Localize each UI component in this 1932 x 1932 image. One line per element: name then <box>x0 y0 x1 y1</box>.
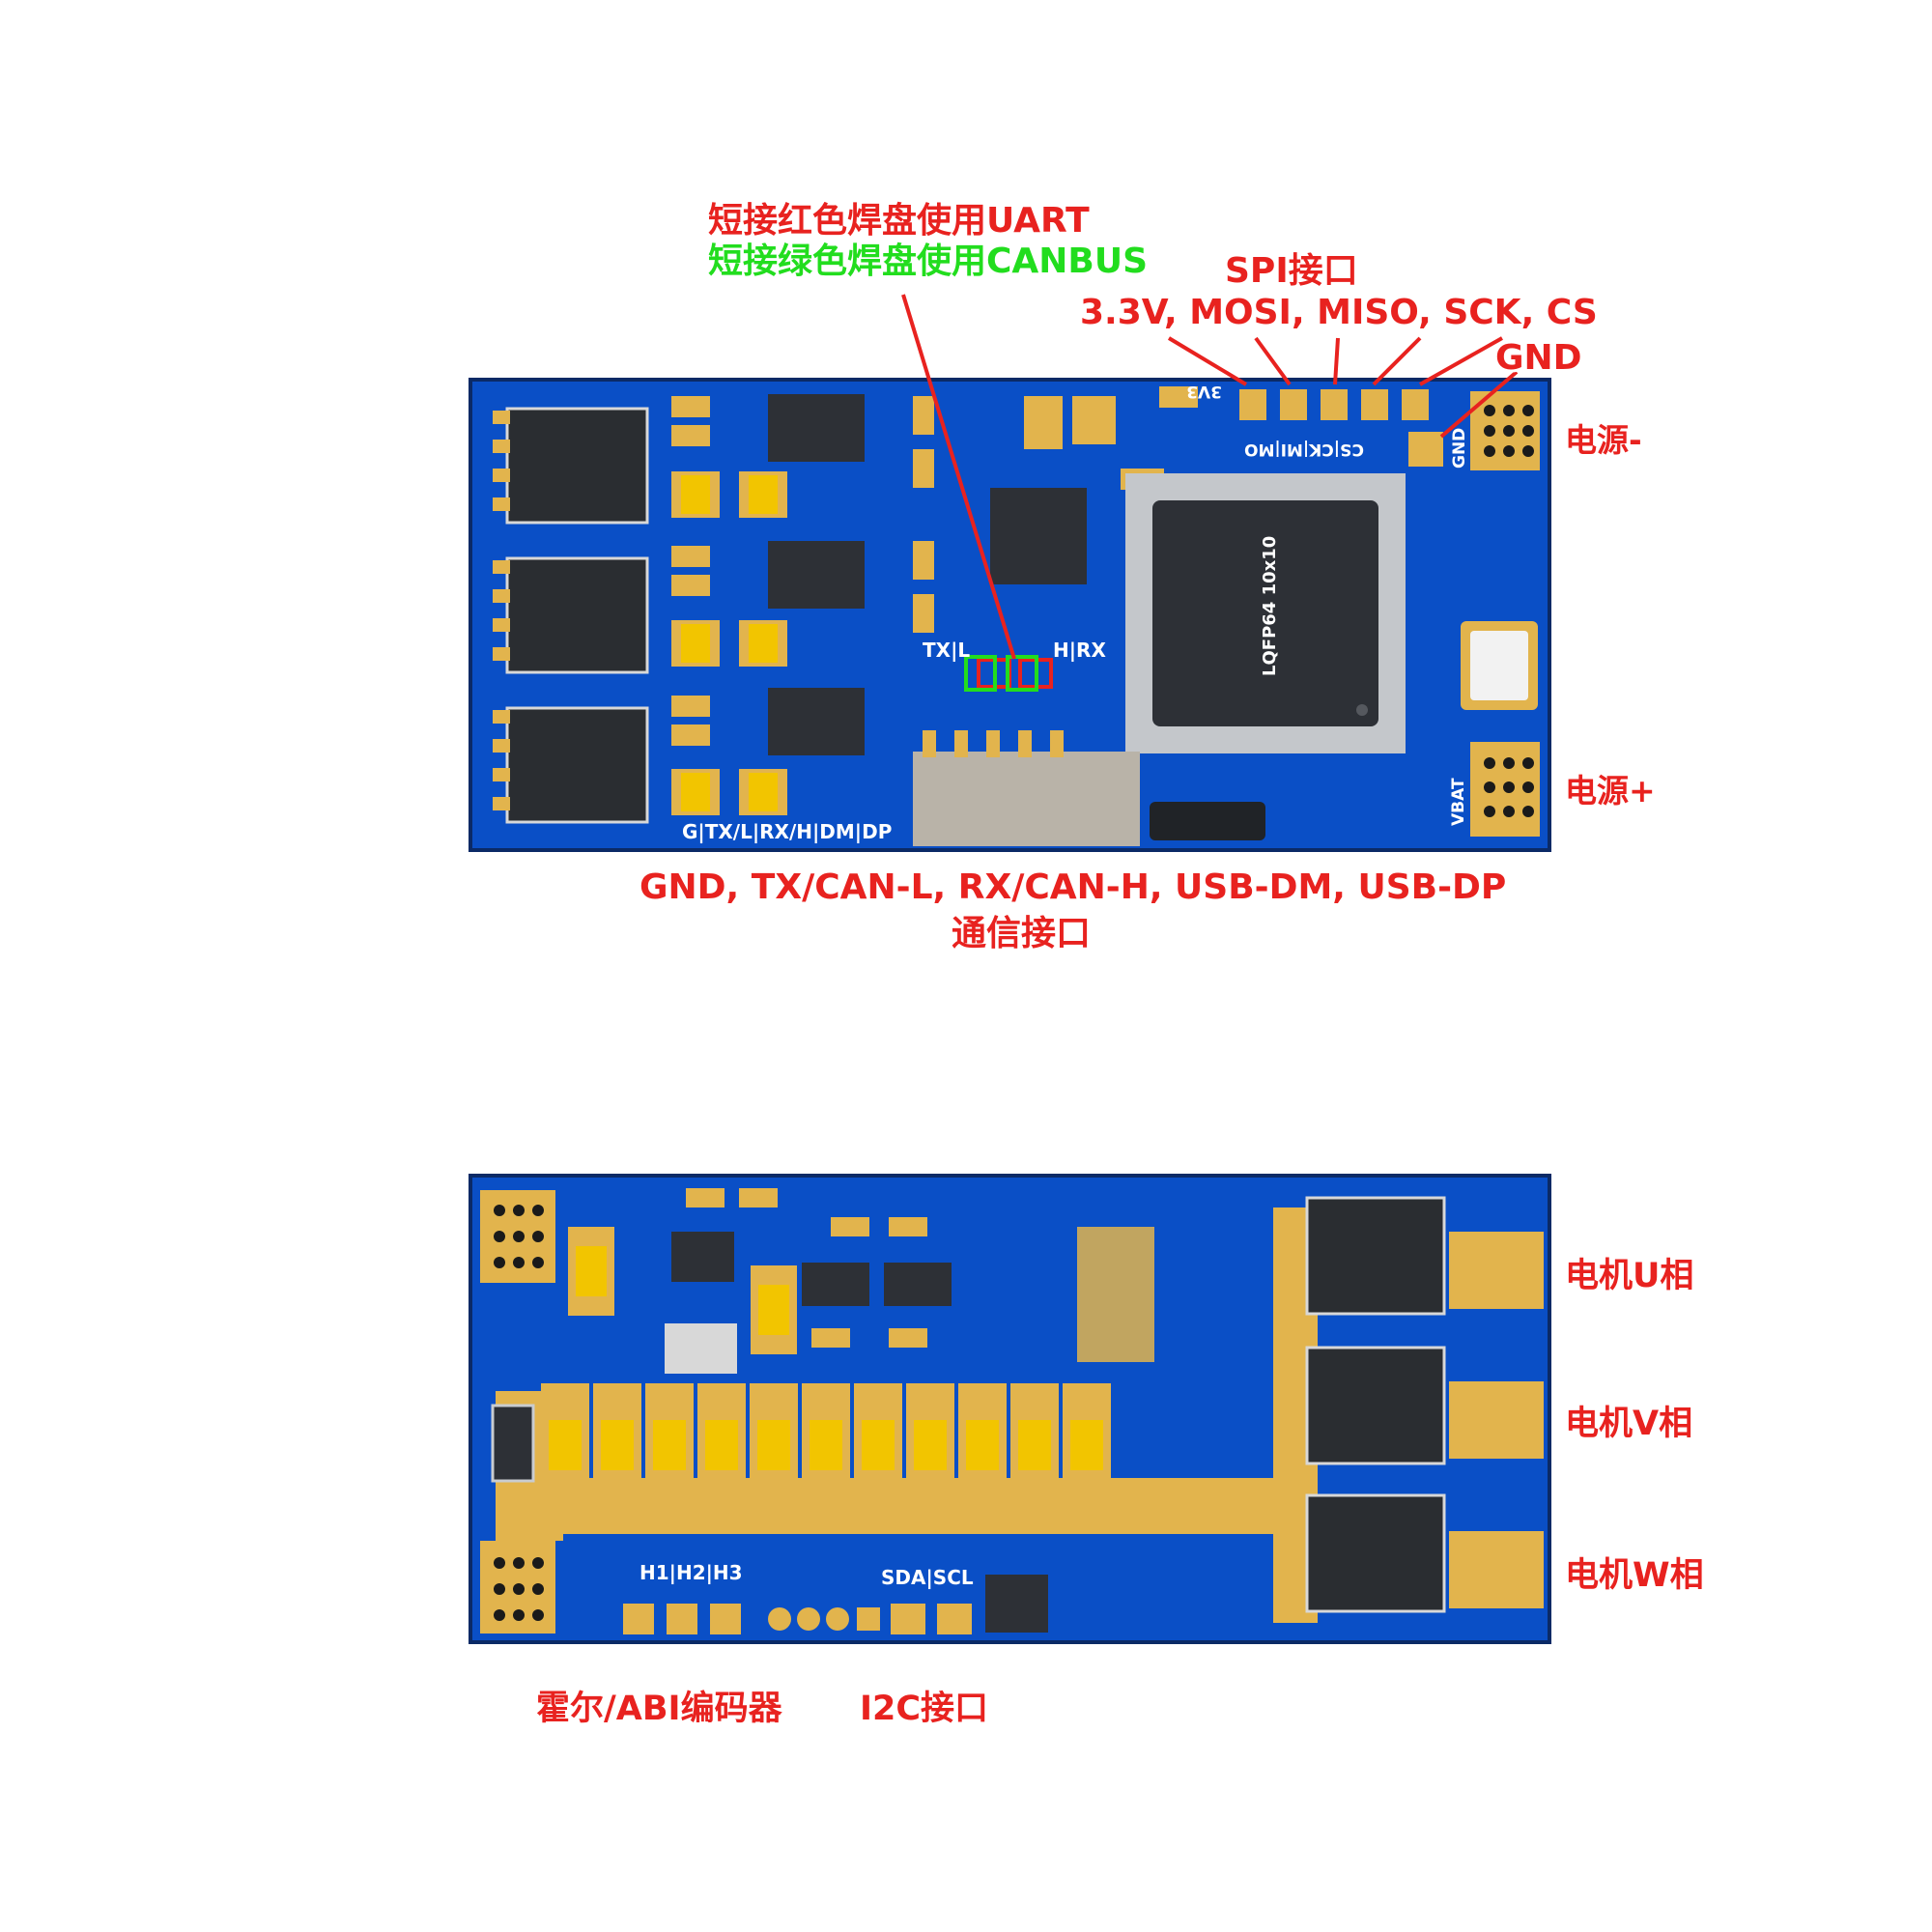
bottom-board: H1|H2|H3 SDA|SCL 电机U相 电机V相 电机W相 霍尔/ABI编码… <box>469 1174 1707 1731</box>
spi-title: SPI接口 <box>1225 251 1358 291</box>
i2c-label: I2C接口 <box>860 1690 988 1728</box>
spi-pins: 3.3V, MOSI, MISO, SCK, CS <box>1080 293 1598 332</box>
annotation-leaders-top <box>901 294 1519 660</box>
motor-v-phase <box>1305 1346 1544 1465</box>
comm-connector <box>913 730 1140 846</box>
motor-w-label: 电机W相 <box>1565 1556 1704 1595</box>
power-plus-label: 电源+ <box>1565 772 1656 810</box>
silk-gnd: GND <box>1450 428 1469 469</box>
top-board: LQFP64 10x10 <box>469 197 1659 956</box>
power-minus-pad <box>1470 391 1540 470</box>
comm-pins-label: GND, TX/CAN-L, RX/CAN-H, USB-DM, USB-DP <box>639 867 1506 907</box>
spi-pads <box>1239 389 1443 467</box>
motor-u-phase <box>1305 1196 1544 1316</box>
motor-w-phase <box>1305 1493 1544 1613</box>
capacitor-bank <box>541 1383 1111 1497</box>
jumper-note-canbus: 短接绿色焊盘使用CANBUS <box>708 241 1148 281</box>
gate-driver-ics <box>768 394 865 755</box>
power-plus-pad <box>1470 742 1540 837</box>
pin-header <box>1150 802 1265 840</box>
bottom-upper-components <box>568 1188 1154 1374</box>
silk-i2c: SDA|SCL <box>881 1566 974 1589</box>
comm-title: 通信接口 <box>952 914 1091 953</box>
silk-conn: G|TX/L|RX/H|DM|DP <box>682 820 892 843</box>
motor-u-label: 电机U相 <box>1565 1257 1693 1295</box>
motor-v-label: 电机V相 <box>1565 1405 1692 1443</box>
jumper-note-uart: 短接红色焊盘使用UART <box>708 200 1090 241</box>
silk-tx: TX|L <box>923 639 970 662</box>
mcu-lqfp64: LQFP64 10x10 <box>1125 473 1406 753</box>
gnd-label: GND <box>1495 338 1582 378</box>
hall-encoder-pads <box>623 1604 880 1634</box>
silk-rx: H|RX <box>1053 639 1106 662</box>
silk-3v3: 3V3 <box>1186 382 1222 401</box>
mcu-marking: LQFP64 10x10 <box>1260 536 1280 676</box>
tantalum-capacitors <box>671 471 787 815</box>
silk-spi-row: CS|CK|MI|MO <box>1244 440 1364 459</box>
bottom-corner-pad-bottom <box>480 1541 555 1634</box>
silk-vbat: VBAT <box>1449 778 1468 826</box>
bottom-corner-pad-top <box>480 1190 555 1283</box>
power-minus-label: 电源- <box>1565 421 1642 459</box>
qfn-chip <box>990 488 1087 584</box>
i2c-pads <box>891 1575 1048 1634</box>
encoder-label: 霍尔/ABI编码器 <box>536 1690 783 1728</box>
diode <box>491 1404 535 1483</box>
jumper-pads <box>964 655 1053 692</box>
silk-hall: H1|H2|H3 <box>639 1561 743 1584</box>
mosfet-column <box>493 407 649 824</box>
